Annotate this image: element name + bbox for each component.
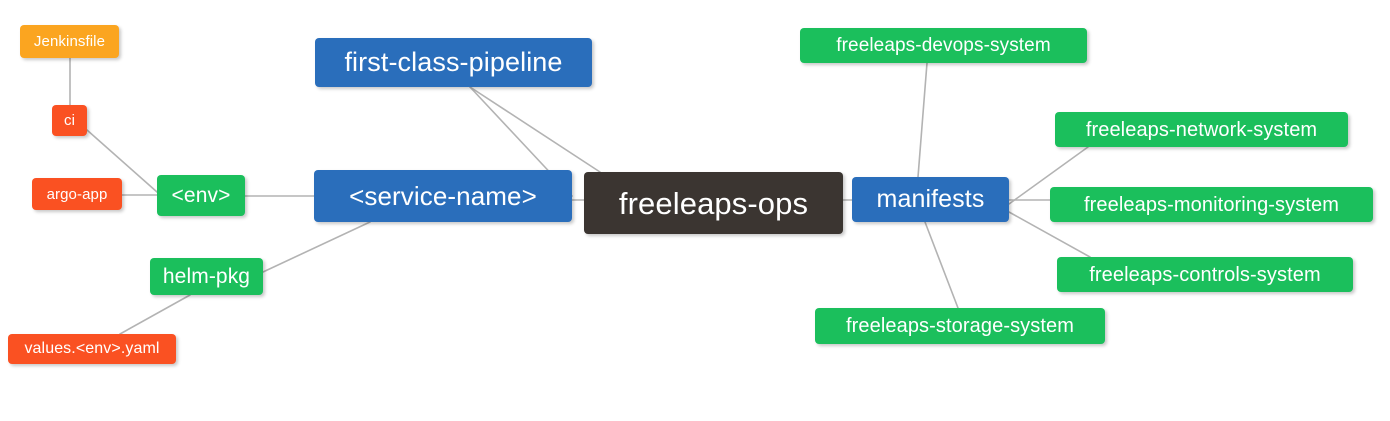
node-ci[interactable]: ci (52, 105, 87, 136)
edge-freeleaps-ops-to-first-class-pipeline (469, 86, 601, 173)
node-manifests[interactable]: manifests (852, 177, 1009, 222)
node-freeleaps-devops-system[interactable]: freeleaps-devops-system (800, 28, 1087, 63)
node-helm-pkg[interactable]: helm-pkg (150, 258, 263, 295)
node-freeleaps-controls-system[interactable]: freeleaps-controls-system (1057, 257, 1353, 292)
node-argo-app[interactable]: argo-app (32, 178, 122, 210)
node-first-class-pipeline[interactable]: first-class-pipeline (315, 38, 592, 87)
edge-manifests-to-freeleaps-devops-system (917, 62, 928, 178)
node-freeleaps-monitoring-system[interactable]: freeleaps-monitoring-system (1050, 187, 1373, 222)
node-freeleaps-network-system[interactable]: freeleaps-network-system (1055, 112, 1348, 147)
node-env[interactable]: <env> (157, 175, 245, 216)
edge-manifests-to-freeleaps-storage-system (924, 221, 959, 309)
node-service-name[interactable]: <service-name> (314, 170, 572, 222)
node-freeleaps-storage-system[interactable]: freeleaps-storage-system (815, 308, 1105, 344)
edge-service-name-to-helm-pkg (262, 221, 371, 273)
node-values-env-yaml[interactable]: values.<env>.yaml (8, 334, 176, 364)
node-freeleaps-ops[interactable]: freeleaps-ops (584, 172, 843, 234)
edge-helm-pkg-to-values-env-yaml (119, 294, 191, 335)
node-jenkinsfile[interactable]: Jenkinsfile (20, 25, 119, 58)
